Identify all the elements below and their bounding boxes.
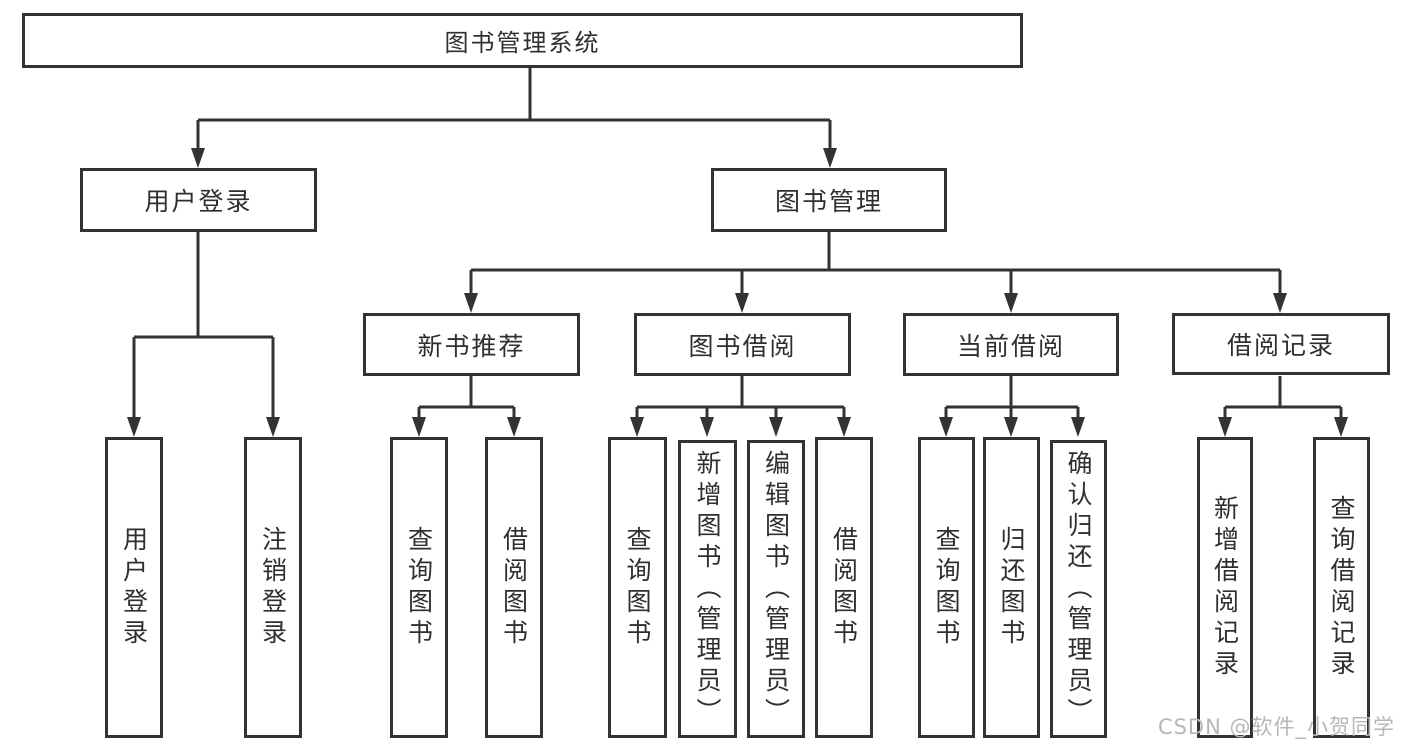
leaf-confirm-return-admin: 确认归还（管理员） [1050, 440, 1107, 738]
leaf-borrow-books-borrow: 借阅图书 [815, 437, 873, 738]
leaf-add-book-admin-label: 新增图书（管理员） [693, 449, 722, 729]
leaf-confirm-return-admin-label: 确认归还（管理员） [1064, 449, 1093, 729]
node-borrow-records: 借阅记录 [1172, 313, 1390, 375]
leaf-query-books-borrow-label: 查询图书 [623, 525, 652, 650]
node-library-system: 图书管理系统 [22, 13, 1023, 68]
leaf-borrow-books-recommend-label: 借阅图书 [499, 525, 529, 650]
leaf-add-book-admin: 新增图书（管理员） [678, 440, 737, 738]
leaf-return-book: 归还图书 [983, 437, 1040, 738]
node-book-borrow-label: 图书借阅 [688, 331, 797, 361]
node-book-management: 图书管理 [711, 168, 947, 232]
node-user-login: 用户登录 [80, 168, 317, 232]
leaf-return-book-label: 归还图书 [997, 525, 1026, 650]
leaf-query-borrow-record: 查询借阅记录 [1313, 437, 1370, 738]
node-borrow-records-label: 借阅记录 [1226, 331, 1335, 360]
arrowheads [127, 148, 1348, 437]
leaf-query-books-recommend: 查询图书 [390, 437, 448, 738]
leaf-edit-book-admin-label: 编辑图书（管理员） [761, 449, 791, 729]
node-new-book-recommend: 新书推荐 [363, 313, 580, 376]
node-new-book-recommend-label: 新书推荐 [417, 331, 526, 361]
leaf-logout: 注销登录 [244, 437, 302, 738]
node-current-borrow-label: 当前借阅 [956, 331, 1065, 361]
leaf-query-books-current: 查询图书 [918, 437, 975, 738]
leaf-add-borrow-record-label: 新增借阅记录 [1210, 494, 1240, 681]
leaf-logout-label: 注销登录 [258, 525, 288, 650]
watermark-text: CSDN @软件_小贺同学 [1157, 715, 1395, 739]
node-book-management-label: 图书管理 [774, 187, 883, 216]
node-library-system-label: 图书管理系统 [444, 29, 601, 57]
leaf-query-books-recommend-label: 查询图书 [404, 525, 434, 650]
node-book-borrow: 图书借阅 [634, 313, 851, 376]
node-current-borrow: 当前借阅 [903, 313, 1119, 376]
leaf-user-login-label: 用户登录 [119, 525, 149, 650]
node-user-login-label: 用户登录 [144, 187, 253, 216]
leaf-edit-book-admin: 编辑图书（管理员） [747, 440, 805, 738]
leaf-query-books-current-label: 查询图书 [932, 525, 961, 650]
leaf-borrow-books-recommend: 借阅图书 [485, 437, 543, 738]
leaf-borrow-books-borrow-label: 借阅图书 [829, 525, 859, 650]
leaf-add-borrow-record: 新增借阅记录 [1197, 437, 1253, 738]
leaf-query-borrow-record-label: 查询借阅记录 [1327, 494, 1356, 681]
leaf-query-books-borrow: 查询图书 [608, 437, 667, 738]
leaf-user-login: 用户登录 [105, 437, 163, 738]
